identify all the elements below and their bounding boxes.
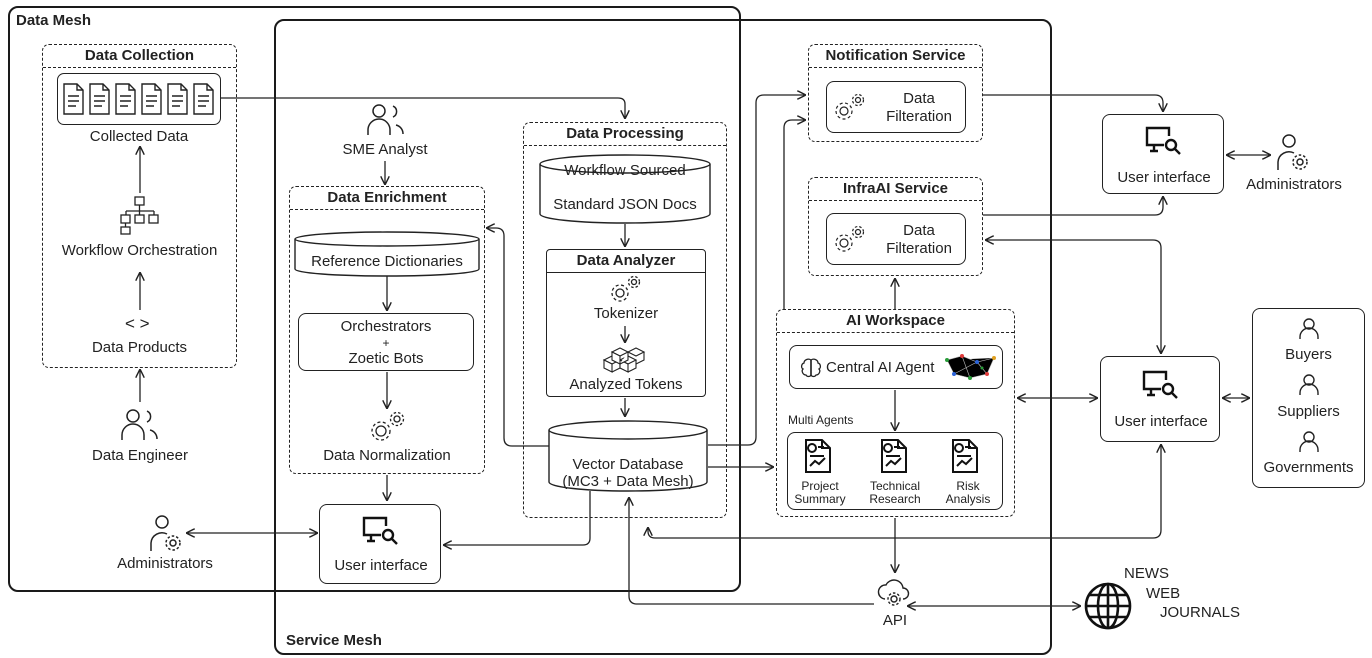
admin-left-label: Administrators — [117, 555, 213, 572]
standard-json-label: Standard JSON Docs — [553, 196, 697, 213]
collected-data-label: Collected Data — [89, 128, 189, 145]
ui-bottom-box[interactable]: User interface — [319, 504, 441, 584]
buyer-icon — [1299, 318, 1319, 339]
central-agent-box: Central AI Agent — [789, 345, 1003, 389]
infraai-filter-line2: Filteration — [886, 240, 952, 257]
agent-risk-line1: Risk — [956, 479, 980, 493]
orchestrators-line1: Orchestrators — [340, 318, 432, 335]
monitor-search-icon — [1142, 370, 1178, 399]
tokenizer-label: Tokenizer — [593, 305, 659, 322]
globe-icon — [1084, 582, 1132, 630]
infraai-service-title: InfraAI Service — [809, 178, 982, 201]
data-enrichment-title: Data Enrichment — [290, 187, 484, 210]
notification-service-group: Notification Service — [808, 44, 983, 142]
external-journals: JOURNALS — [1160, 604, 1241, 621]
notification-filter-line1: Data — [903, 90, 935, 107]
ui-mid-right-box[interactable]: User interface — [1100, 356, 1220, 442]
vector-db-line1: Vector Database — [572, 456, 684, 473]
supplier-icon — [1299, 374, 1319, 395]
brain-icon — [800, 358, 822, 378]
admin-left-icon — [150, 515, 181, 551]
external-web: WEB — [1146, 585, 1181, 602]
monitor-search-icon — [362, 516, 398, 545]
orchestrators-line2: Zoetic Bots — [348, 350, 424, 367]
workflow-sourced-label: Workflow Sourced — [564, 162, 686, 179]
hierarchy-icon — [120, 196, 159, 235]
api-label: API — [882, 612, 908, 629]
collected-data-docs — [57, 73, 221, 125]
agent-technical-line2: Research — [869, 492, 921, 506]
report-icon-project — [805, 439, 831, 473]
ui-top-right-label: User interface — [1117, 169, 1211, 186]
agent-project-line1: Project — [801, 479, 839, 493]
ai-workspace-title: AI Workspace — [777, 310, 1014, 333]
normalization-gear-icon — [371, 411, 405, 441]
stakeholder-governments: Governments — [1263, 459, 1354, 476]
admin-right-icon — [1277, 134, 1308, 170]
cloud-gear-icon — [877, 579, 910, 606]
reference-dictionaries-cylinder — [294, 231, 480, 277]
report-icon-risk — [952, 439, 978, 473]
data-collection-group: Data Collection — [42, 44, 237, 368]
infraai-service-group: InfraAI Service — [808, 177, 983, 276]
workflow-docs-cylinder — [539, 154, 711, 224]
report-icon-technical — [881, 439, 907, 473]
infraai-filter-line1: Data — [903, 222, 935, 239]
data-normalization-label: Data Normalization — [323, 447, 451, 464]
service-mesh-label: Service Mesh — [286, 632, 382, 649]
document-icons — [63, 83, 214, 115]
cubes-icon — [602, 347, 646, 373]
vector-db-line2: (MC3 + Data Mesh) — [562, 473, 694, 490]
ui-bottom-label: User interface — [334, 557, 428, 574]
data-analyzer-title: Data Analyzer — [547, 250, 705, 273]
notification-filter-box: Data Filteration — [826, 81, 966, 133]
monitor-search-icon — [1145, 126, 1181, 155]
tokenizer-gear-icon — [611, 275, 641, 302]
stakeholder-buyers: Buyers — [1285, 346, 1332, 363]
central-agent-label: Central AI Agent — [826, 359, 935, 376]
government-icon — [1299, 431, 1319, 452]
workflow-orchestration-label: Workflow Orchestration — [61, 242, 218, 259]
external-news: NEWS — [1124, 565, 1169, 582]
analyzed-tokens-label: Analyzed Tokens — [569, 376, 683, 393]
data-engineer-label: Data Engineer — [92, 447, 188, 464]
agent-technical-line1: Technical — [869, 479, 921, 493]
reference-dictionaries-label: Reference Dictionaries — [311, 253, 463, 270]
orchestrators-plus: + — [382, 336, 390, 350]
notification-filter-line2: Filteration — [886, 108, 952, 125]
admin-right-label: Administrators — [1246, 176, 1342, 193]
orchestrators-box — [298, 313, 474, 371]
data-mesh-label: Data Mesh — [16, 12, 92, 29]
notification-gear-icon — [835, 93, 865, 120]
data-processing-title: Data Processing — [524, 123, 726, 146]
data-enrichment-group: Data Enrichment — [289, 186, 485, 474]
agent-risk-line2: Analysis — [945, 492, 991, 506]
data-analyzer-box: Data Analyzer — [546, 249, 706, 397]
stakeholders-box — [1252, 308, 1365, 488]
data-products-label: Data Products — [91, 339, 188, 356]
infraai-gear-icon — [835, 225, 865, 252]
infraai-filter-box: Data Filteration — [826, 213, 966, 265]
sme-analyst-icon — [367, 104, 404, 135]
data-engineer-icon — [121, 409, 158, 440]
code-brackets-icon: < > — [125, 314, 150, 333]
agent-project-line2: Summary — [794, 492, 846, 506]
multi-agents-label: Multi Agents — [788, 413, 854, 427]
ui-mid-right-label: User interface — [1114, 413, 1208, 430]
network-graph-icon — [945, 354, 996, 380]
stakeholder-suppliers: Suppliers — [1277, 403, 1340, 420]
data-collection-title: Data Collection — [43, 45, 236, 68]
sme-analyst-label: SME Analyst — [342, 141, 428, 158]
notification-service-title: Notification Service — [809, 45, 982, 68]
ui-top-right-box[interactable]: User interface — [1102, 114, 1224, 194]
